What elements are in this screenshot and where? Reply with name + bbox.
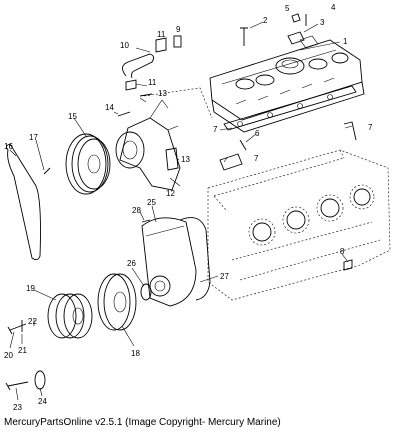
- callout-16: 16: [4, 142, 13, 151]
- bolt-14: [117, 111, 131, 117]
- callout-10: 10: [120, 41, 129, 50]
- plug-8: [343, 259, 353, 271]
- bolt-20: [7, 323, 27, 335]
- callout-11b: 11: [148, 78, 157, 87]
- callout-21: 21: [18, 346, 27, 355]
- bypass-hose: [122, 53, 155, 79]
- clamp-11: [155, 37, 167, 53]
- bolt-28: [141, 219, 151, 223]
- thermostat-7: [219, 153, 243, 171]
- callout-7c: 7: [254, 154, 259, 163]
- nut-5: [291, 13, 301, 23]
- callout-labels: 1 2 3 4 5 6 7 7 7 8 9 10 11 11 12 13 13 …: [4, 3, 373, 412]
- drive-belt: [5, 143, 41, 261]
- callout-15: 15: [68, 112, 77, 121]
- callout-4: 4: [331, 3, 336, 12]
- bolt-17: [43, 167, 51, 175]
- callout-11a: 11: [157, 30, 166, 39]
- intake-gasket: [223, 85, 357, 131]
- dashed-leader: [143, 87, 213, 119]
- callout-12: 12: [166, 189, 175, 198]
- bolt-6: [239, 139, 247, 151]
- gasket-7-right: [343, 121, 357, 141]
- harmonic-balancer: [97, 273, 137, 331]
- callout-22: 22: [28, 317, 37, 326]
- callout-1: 1: [343, 37, 348, 46]
- stud-13: [139, 93, 153, 97]
- washer: [34, 370, 46, 390]
- front-seal: [140, 283, 152, 301]
- callout-24: 24: [38, 397, 47, 406]
- intake-manifold: [209, 35, 365, 133]
- callout-5: 5: [285, 4, 290, 13]
- callout-17: 17: [29, 133, 38, 142]
- timing-cover-gasket: [179, 217, 211, 301]
- callout-13a: 13: [158, 89, 167, 98]
- engine-block: [207, 149, 391, 301]
- callout-13b: 13: [181, 155, 190, 164]
- callout-18: 18: [131, 349, 140, 358]
- water-pump: [115, 99, 181, 191]
- callout-23: 23: [13, 403, 22, 412]
- callout-27: 27: [220, 272, 229, 281]
- callout-7b: 7: [368, 123, 373, 132]
- fitting-9: [173, 35, 182, 48]
- crank-pulley: [47, 293, 93, 339]
- clamp-11b: [125, 79, 137, 91]
- callout-28: 28: [132, 206, 141, 215]
- callout-9: 9: [176, 25, 181, 34]
- timing-cover: [141, 217, 197, 307]
- copyright-caption: MercuryPartsOnline v2.5.1 (Image Copyrig…: [4, 417, 281, 428]
- callout-26: 26: [127, 259, 136, 268]
- callout-25: 25: [147, 198, 156, 207]
- callout-3: 3: [320, 18, 325, 27]
- callout-20: 20: [4, 351, 13, 360]
- leader-lines: [9, 21, 353, 401]
- callout-2: 2: [263, 16, 268, 25]
- callout-6: 6: [255, 129, 260, 138]
- gasket-13: [165, 147, 179, 171]
- callout-8: 8: [340, 247, 345, 256]
- pump-pulley: [65, 133, 111, 195]
- callout-19: 19: [26, 284, 35, 293]
- callout-7a: 7: [213, 125, 218, 134]
- bolt-23: [5, 381, 29, 391]
- bolt-2: [240, 27, 248, 46]
- callout-14: 14: [105, 103, 114, 112]
- bracket-3: [287, 31, 305, 45]
